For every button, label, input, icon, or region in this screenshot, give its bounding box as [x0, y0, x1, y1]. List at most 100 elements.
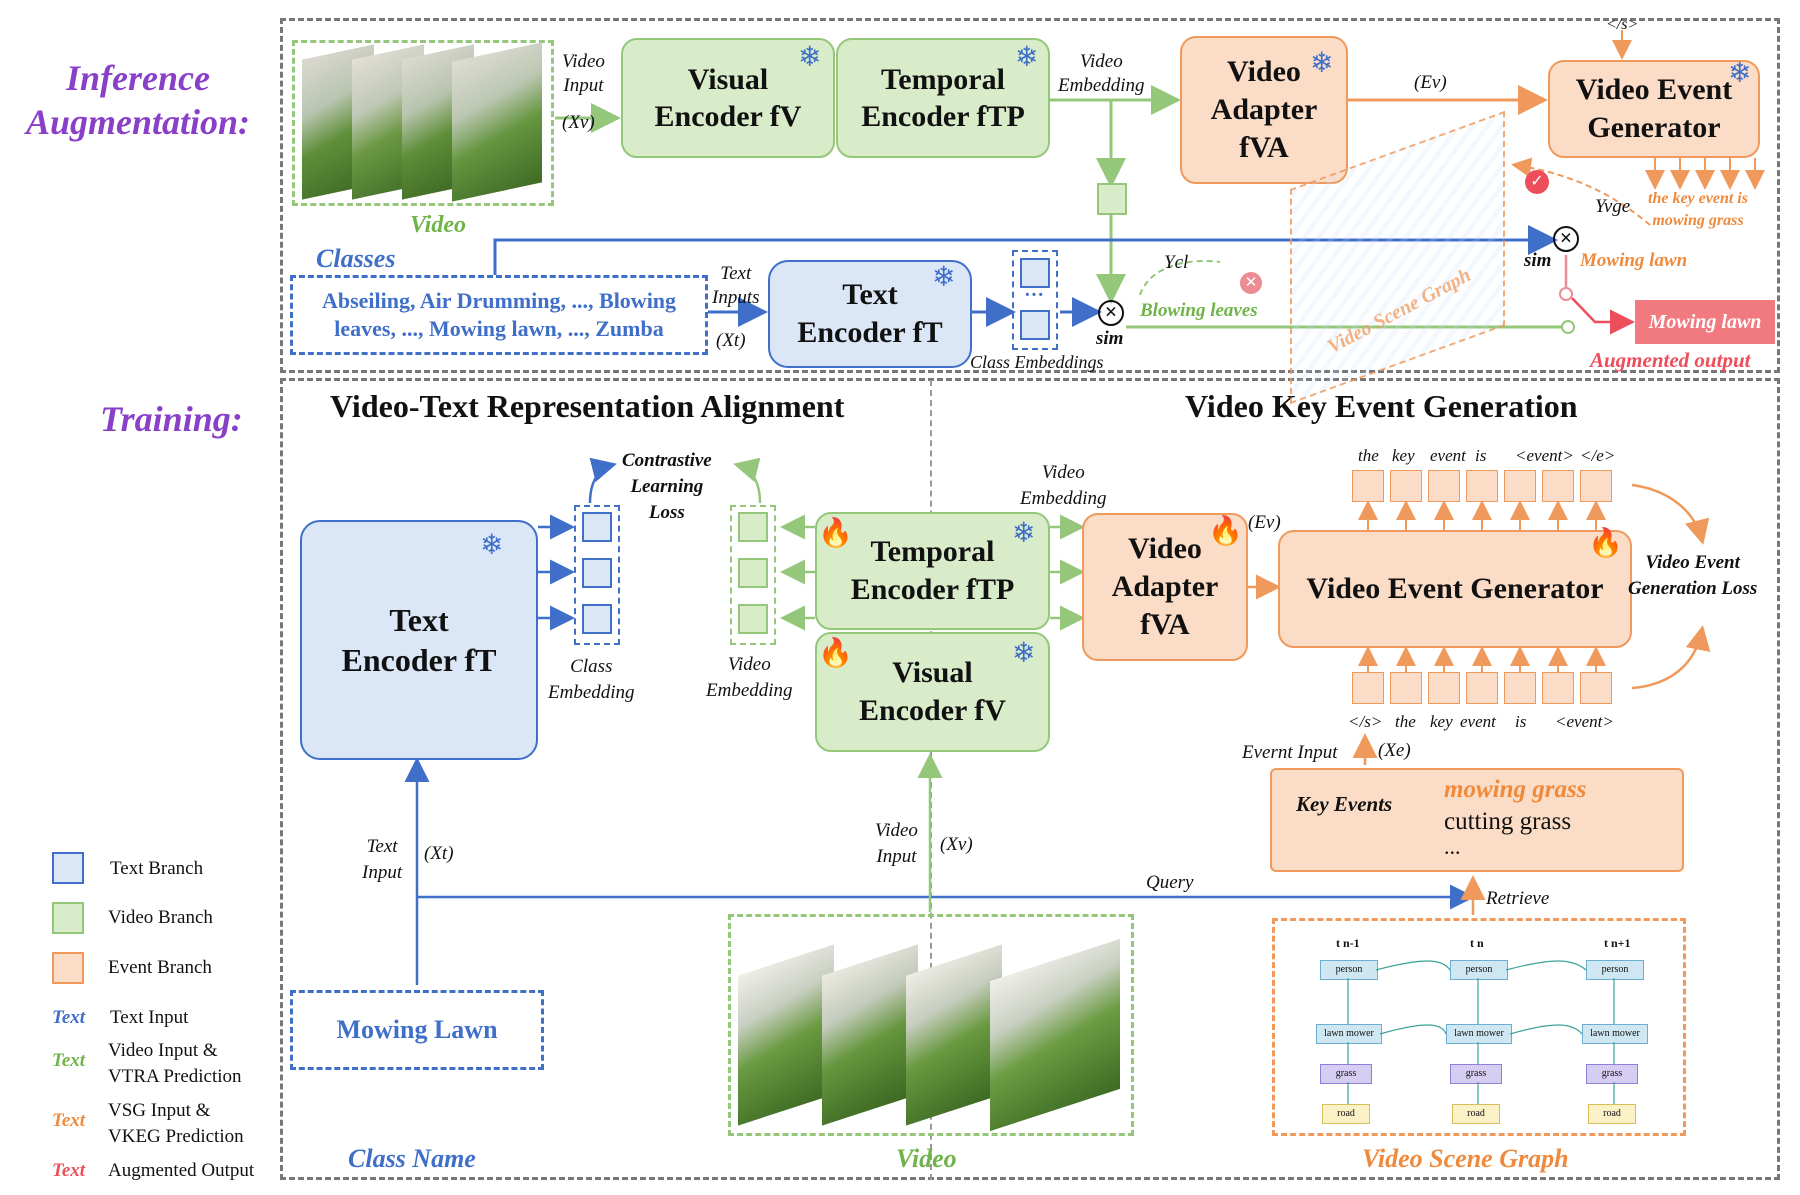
training-vsg-frame: [1272, 918, 1686, 1136]
sg-node-road: road: [1588, 1104, 1636, 1124]
legend-video-input: Video Input & VTRA Prediction: [108, 1040, 242, 1087]
training-video-embedding-square: [738, 512, 768, 542]
training-video-embedding-frame: [730, 505, 776, 645]
legend-event-branch: Event Branch: [108, 957, 212, 978]
inference-frame: [280, 18, 1780, 373]
training-video-caption: Video: [896, 1144, 957, 1173]
legend-key-text: Text: [52, 1110, 86, 1131]
input-token-label: is: [1515, 712, 1527, 731]
output-token-label: is: [1475, 446, 1487, 465]
input-token-square: [1466, 672, 1498, 704]
training-video-embedding-square: [738, 558, 768, 588]
retrieve-label: Retrieve: [1486, 888, 1550, 909]
key-event-item: cutting grass: [1444, 808, 1572, 835]
training-xt-label: (Xt): [424, 843, 454, 864]
output-token-square: [1504, 470, 1536, 502]
inference-video-adapter: Video Adapter fVA: [1180, 36, 1348, 184]
training-video-adapter: Video Adapter fVA: [1082, 513, 1248, 661]
input-token-square: [1390, 672, 1422, 704]
sg-node-grass: grass: [1320, 1064, 1372, 1084]
training-class-embedding-square: [582, 604, 612, 634]
vsg-caption: Video Scene Graph: [1362, 1144, 1569, 1173]
training-text-input-label: Text Input: [362, 836, 403, 883]
sim-bottom-icon: ×: [1098, 300, 1124, 326]
cross-icon: ✕: [1240, 272, 1262, 294]
training-visual-encoder: Visual Encoder fV: [815, 632, 1050, 752]
inference-ev-label: (Ev): [1414, 72, 1447, 93]
inference-class-embedding-ellipsis: ···: [1024, 284, 1045, 306]
training-temporal-encoder: Temporal Encoder fTP: [815, 512, 1050, 630]
sg-frame-label: t n-1: [1336, 936, 1360, 950]
fire-icon: 🔥: [1588, 528, 1623, 559]
inference-video-frame: [292, 40, 554, 206]
video-frame-thumb: [906, 944, 1002, 1126]
sg-node-road: road: [1322, 1104, 1370, 1124]
output-token-label: the: [1358, 446, 1379, 465]
key-events-box: [1270, 768, 1684, 872]
inference-video-caption: Video: [410, 212, 467, 238]
inference-text-encoder: Text Encoder fT: [768, 260, 972, 368]
inference-video-input-label: Video Input: [562, 51, 605, 96]
training-frame: [280, 378, 1780, 1180]
classes-label: Classes: [316, 244, 396, 273]
output-token-label: <event>: [1515, 446, 1574, 465]
legend-text-input: Text Input: [110, 1007, 189, 1028]
snowflake-icon: ❄: [480, 530, 504, 561]
sim-bottom-label: sim: [1096, 328, 1124, 349]
key-event-item: mowing grass: [1444, 776, 1587, 803]
augmented-output-box: Mowing lawn: [1635, 300, 1775, 344]
class-name-box: Mowing Lawn: [290, 990, 544, 1070]
inference-class-embeddings-label: Class Embeddings: [970, 352, 1104, 372]
snowflake-icon: ❄: [798, 42, 822, 73]
inference-class-embedding-square: [1020, 310, 1050, 340]
output-token-square: [1352, 470, 1384, 502]
training-video-embedding-label: Video Embedding: [706, 654, 793, 701]
inference-mowing-lawn-prediction: Mowing lawn: [1580, 250, 1688, 271]
legend-text-branch: Text Branch: [110, 858, 204, 879]
legend-key-text: Text: [52, 1007, 86, 1028]
snowflake-icon: ❄: [1015, 42, 1039, 73]
inference-text-inputs-label: Text Inputs: [712, 263, 760, 308]
inference-yvge-label: Yvge: [1595, 196, 1631, 217]
input-token-square: [1580, 672, 1612, 704]
training-text-encoder: Text Encoder fT: [300, 520, 538, 760]
augmented-output-label: Augmented output: [1590, 348, 1751, 372]
output-token-label: key: [1392, 446, 1415, 465]
sg-edges: [1347, 960, 1615, 1104]
snowflake-icon: ❄: [1310, 48, 1334, 79]
training-video-frame: [728, 914, 1134, 1136]
legend-video-branch: Video Branch: [108, 907, 213, 928]
video-frame-thumb: [452, 42, 542, 202]
inference-visual-encoder: Visual Encoder fV: [621, 38, 835, 158]
inference-video-embedding-square: [1097, 183, 1127, 215]
classes-box: Abseiling, Air Drumming, ..., Blowing le…: [290, 275, 708, 355]
key-event-item: ...: [1444, 834, 1461, 859]
sg-node-road: road: [1452, 1104, 1500, 1124]
training-video-event-generator: Video Event Generator: [1278, 530, 1632, 648]
sim-top-label: sim: [1524, 250, 1552, 271]
event-input-label: Evernt Input: [1242, 742, 1338, 763]
training-class-embedding-frame: [574, 505, 620, 645]
inference-class-embedding-square: [1020, 258, 1050, 288]
legend-video-branch-swatch: [52, 902, 84, 934]
vtra-title: Video-Text Representation Alignment: [330, 388, 845, 424]
inference-temporal-encoder: Temporal Encoder fTP: [836, 38, 1050, 158]
snowflake-icon: ❄: [1012, 518, 1036, 549]
output-token-square: [1580, 470, 1612, 502]
legend-key-text: Text: [52, 1050, 86, 1071]
input-token-label: <event>: [1555, 712, 1614, 731]
vkeg-loss-label: Video Event Generation Loss: [1628, 552, 1758, 599]
training-video-embedding-square: [738, 604, 768, 634]
input-token-label: the: [1395, 712, 1416, 731]
vkeg-title: Video Key Event Generation: [1185, 388, 1578, 424]
fire-icon: 🔥: [1208, 516, 1243, 547]
output-token-square: [1466, 470, 1498, 502]
output-token-label: </e>: [1580, 446, 1616, 465]
sg-node-lawn-mower: lawn mower: [1446, 1024, 1512, 1044]
training-video-input-label: Video Input: [875, 820, 918, 867]
contrastive-loss-label: Contrastive Learning Loss: [622, 450, 712, 523]
inference-xv-label: (Xv): [562, 112, 595, 133]
inference-eos-token: </s>: [1606, 16, 1639, 33]
check-icon: ✓: [1525, 170, 1549, 194]
